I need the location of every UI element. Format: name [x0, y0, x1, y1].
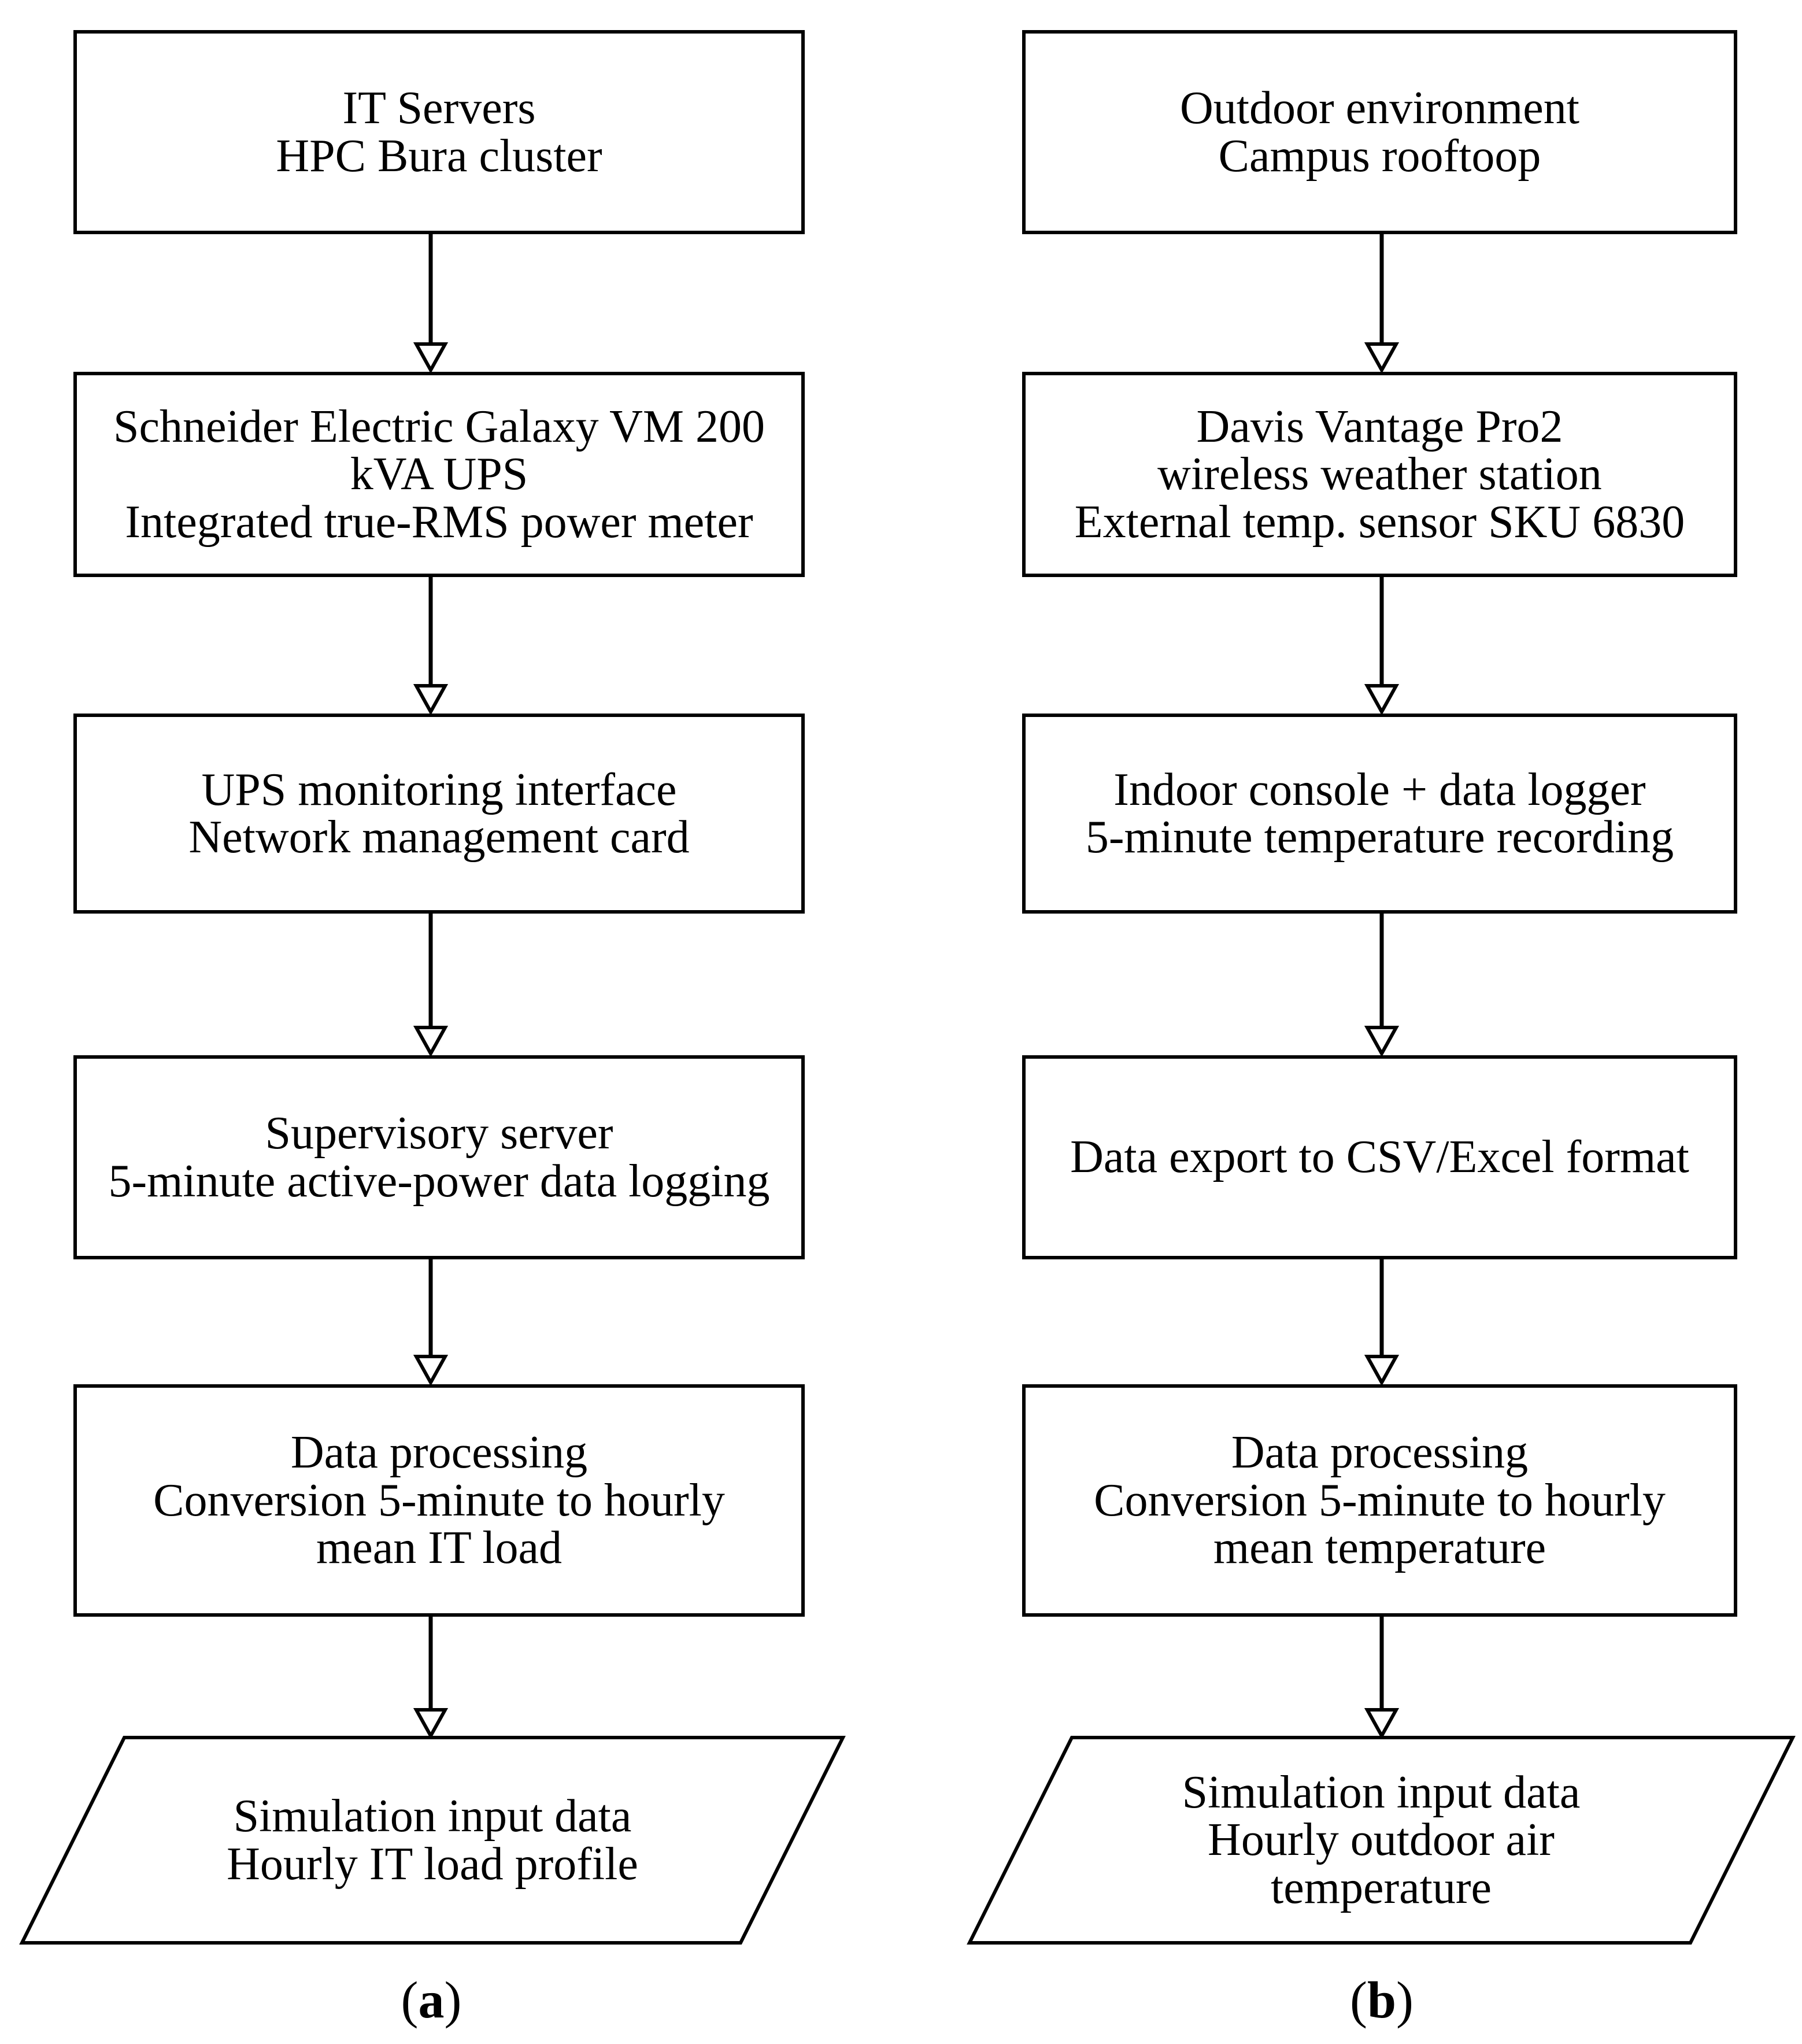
- figure-label-b: (b): [1266, 1966, 1497, 2035]
- arrowhead-icon: [413, 1355, 449, 1387]
- parallelogram-simulation-input-a: [19, 1736, 846, 1945]
- node-it-servers: IT Servers HPC Bura cluster: [73, 30, 805, 234]
- arrow-b-3: [1364, 914, 1400, 1058]
- node-text-line: mean IT load: [316, 1522, 563, 1574]
- arrow-a-3: [413, 914, 449, 1058]
- node-text-line: 5-minute active-power data logging: [108, 1155, 770, 1207]
- node-text-line: External temp. sensor SKU 6830: [1074, 496, 1685, 548]
- parallelogram-simulation-input-b: [967, 1736, 1796, 1945]
- node-text-line: Indoor console + data logger: [1113, 764, 1646, 815]
- arrow-b-1: [1364, 234, 1400, 374]
- arrow-b-2: [1364, 577, 1400, 716]
- node-text-line: Data processing: [290, 1427, 588, 1479]
- arrowhead-icon: [1364, 684, 1400, 716]
- node-outdoor-environment: Outdoor environment Campus rooftoop: [1022, 30, 1737, 234]
- node-weather-station: Davis Vantage Pro2 wireless weather stat…: [1022, 372, 1737, 577]
- node-text-line: Hourly IT load profile: [227, 1838, 638, 1890]
- arrowhead-icon: [1364, 342, 1400, 374]
- figure-label-letter: b: [1367, 1972, 1397, 2029]
- node-text-line: Conversion 5-minute to hourly: [153, 1474, 725, 1526]
- node-text-line: Hourly outdoor air: [1208, 1814, 1555, 1866]
- node-simulation-input-temperature: Simulation input data Hourly outdoor air…: [1063, 1738, 1699, 1943]
- node-supervisory-server: Supervisory server 5-minute active-power…: [73, 1055, 805, 1259]
- node-text-line: Campus rooftoop: [1218, 130, 1541, 182]
- node-text-line: Outdoor environment: [1180, 83, 1579, 134]
- figure-label-open-paren: (: [1349, 1972, 1367, 2029]
- arrow-b-5: [1364, 1617, 1400, 1740]
- node-text-line: kVA UPS: [350, 449, 528, 500]
- node-text-line: Conversion 5-minute to hourly: [1094, 1474, 1666, 1526]
- arrowhead-icon: [1364, 1355, 1400, 1387]
- node-text-line: Schneider Electric Galaxy VM 200: [113, 401, 765, 452]
- node-text-line: 5-minute temperature recording: [1085, 812, 1674, 863]
- node-text-line: Data export to CSV/Excel format: [1070, 1132, 1689, 1183]
- node-text-line: HPC Bura cluster: [276, 130, 602, 182]
- node-data-processing-it-load: Data processing Conversion 5-minute to h…: [73, 1384, 805, 1617]
- node-text-line: mean temperature: [1213, 1522, 1546, 1574]
- figure-label-close-paren: ): [444, 1972, 462, 2029]
- node-text-line: Network management card: [188, 812, 690, 863]
- node-simulation-input-it-load: Simulation input data Hourly IT load pro…: [114, 1738, 750, 1943]
- arrow-a-1: [413, 234, 449, 374]
- figure-label-a: (a): [316, 1966, 547, 2035]
- node-text-line: Simulation input data: [1182, 1766, 1581, 1818]
- arrow-a-2: [413, 577, 449, 716]
- node-text-line: UPS monitoring interface: [201, 764, 677, 815]
- figure-label-letter: a: [418, 1972, 445, 2029]
- node-text-line: Simulation input data: [233, 1791, 632, 1842]
- arrow-b-4: [1364, 1259, 1400, 1387]
- arrowhead-icon: [413, 342, 449, 374]
- arrowhead-icon: [413, 1708, 449, 1740]
- node-ups-monitoring-interface: UPS monitoring interface Network managem…: [73, 714, 805, 914]
- node-text-line: temperature: [1271, 1862, 1492, 1913]
- figure-label-open-paren: (: [401, 1972, 419, 2029]
- arrowhead-icon: [1364, 1708, 1400, 1740]
- arrowhead-icon: [413, 1026, 449, 1058]
- node-text-line: Davis Vantage Pro2: [1196, 401, 1563, 452]
- arrow-a-5: [413, 1617, 449, 1740]
- node-data-processing-temperature: Data processing Conversion 5-minute to h…: [1022, 1384, 1737, 1617]
- node-data-export-csv: Data export to CSV/Excel format: [1022, 1055, 1737, 1259]
- node-ups-power-meter: Schneider Electric Galaxy VM 200 kVA UPS…: [73, 372, 805, 577]
- node-indoor-console-logger: Indoor console + data logger 5-minute te…: [1022, 714, 1737, 914]
- node-text-line: wireless weather station: [1157, 449, 1602, 500]
- node-text-line: Data processing: [1231, 1427, 1529, 1479]
- node-text-line: IT Servers: [342, 83, 536, 134]
- arrowhead-icon: [413, 684, 449, 716]
- arrow-a-4: [413, 1259, 449, 1387]
- node-text-line: Integrated true-RMS power meter: [125, 496, 753, 548]
- arrowhead-icon: [1364, 1026, 1400, 1058]
- node-text-line: Supervisory server: [265, 1108, 613, 1159]
- figure-label-close-paren: ): [1396, 1972, 1414, 2029]
